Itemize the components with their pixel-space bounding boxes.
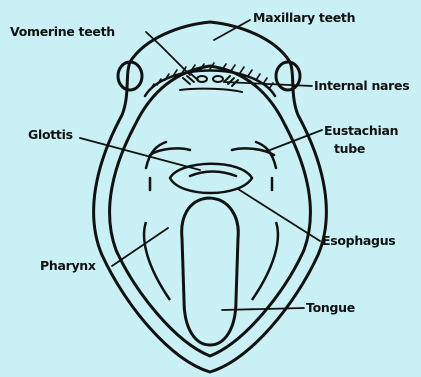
inner-jaw-outline <box>110 66 311 356</box>
tongue-shape <box>182 198 239 345</box>
label-esophagus: Esophagus <box>322 234 395 248</box>
label-vomerine-teeth: Vomerine teeth <box>10 25 115 39</box>
tongue-side-left <box>144 222 170 300</box>
glottis-slit <box>190 172 236 177</box>
label-internal-nares: Internal nares <box>314 79 409 93</box>
label-eustachian-line2: tube <box>334 142 365 156</box>
label-tongue: Tongue <box>306 301 355 315</box>
internal-naris-right <box>213 76 223 82</box>
label-eustachian-line1: Eustachian <box>324 124 398 138</box>
internal-naris-left <box>197 76 207 82</box>
label-maxillary-teeth: Maxillary teeth <box>253 11 355 25</box>
leader-pharynx <box>112 228 168 266</box>
label-glottis: Glottis <box>28 128 73 142</box>
esophagus-lines <box>150 178 272 190</box>
vomerine-teeth-right <box>224 76 238 86</box>
pharynx-ridge <box>150 148 274 155</box>
palate-line <box>180 89 242 92</box>
leader-glottis <box>80 138 200 170</box>
label-pharynx: Pharynx <box>40 259 96 273</box>
leader-vomerine <box>146 32 190 75</box>
tongue-side-right <box>252 222 278 300</box>
glottis-shape <box>170 164 252 193</box>
